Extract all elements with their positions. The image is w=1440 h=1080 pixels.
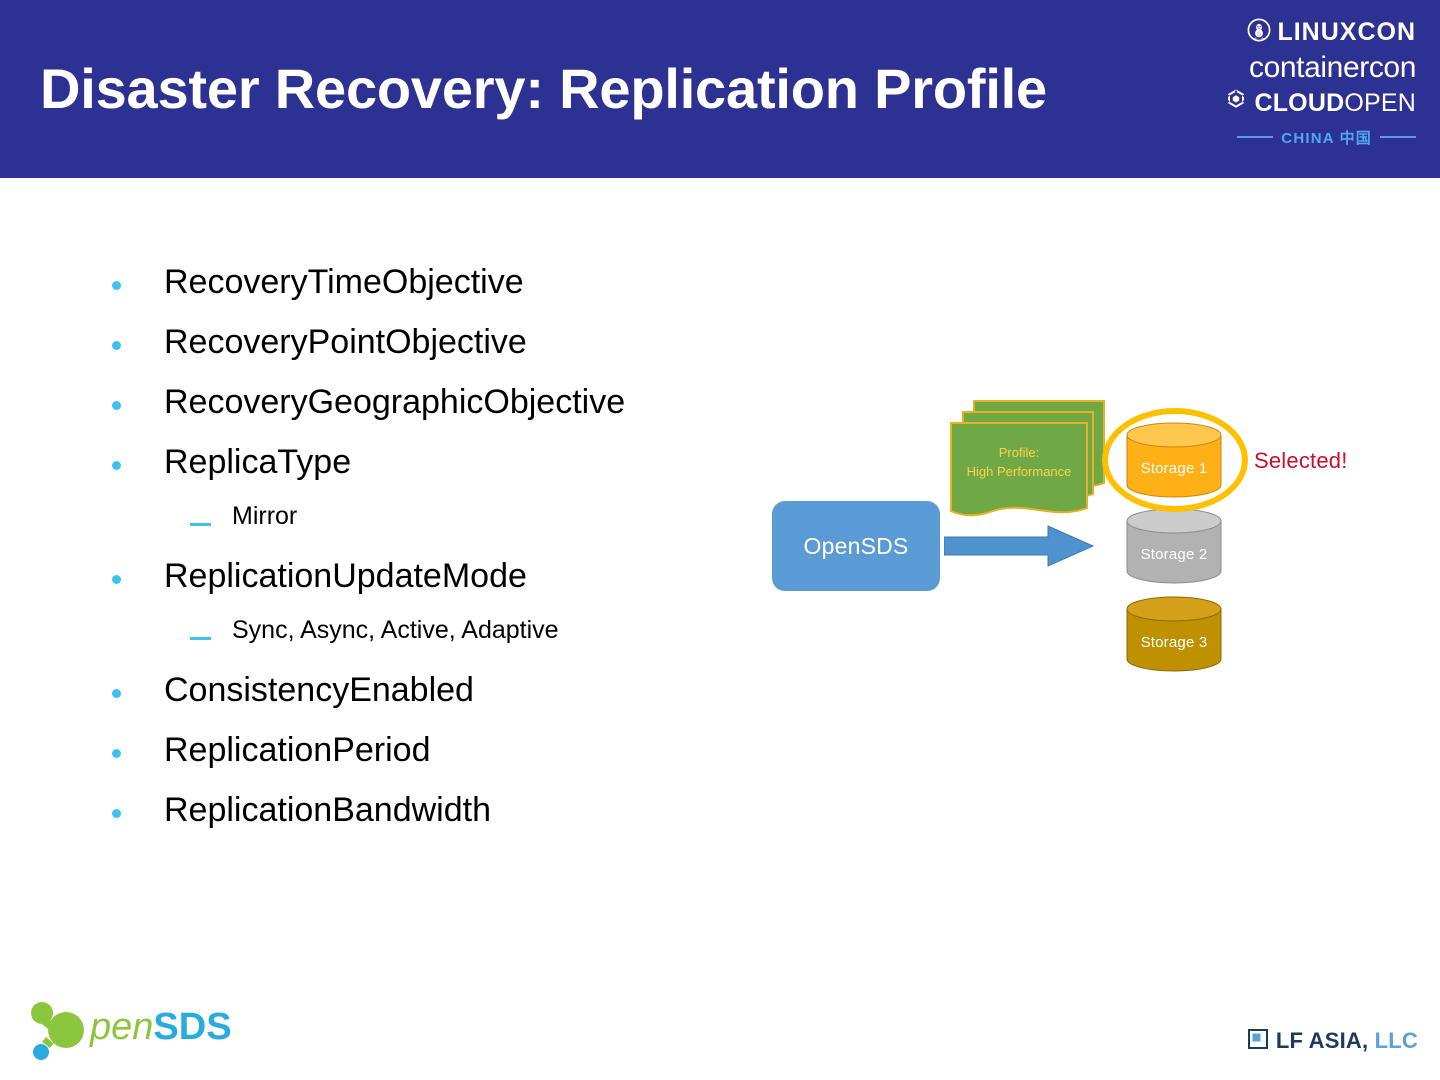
lf-asia-wordmark: LF ASIA, LLC bbox=[1276, 1030, 1418, 1052]
opensds-pen-text: pen bbox=[90, 1006, 154, 1048]
rule-right bbox=[1380, 136, 1416, 138]
opensds-wordmark: penSDS bbox=[90, 1008, 232, 1046]
list-item: ReplicationBandwidth bbox=[112, 790, 812, 850]
list-item: RecoveryGeographicObjective bbox=[112, 382, 812, 442]
replication-flow-diagram: OpenSDS bbox=[760, 388, 1380, 678]
flow-arrow-icon bbox=[943, 523, 1095, 569]
slide-header-band bbox=[0, 0, 1440, 178]
linuxcon-wordmark: LINUXCON bbox=[1277, 17, 1416, 46]
hexagon-icon bbox=[1224, 89, 1248, 118]
bullet-dot-icon bbox=[112, 809, 121, 818]
opensds-node: OpenSDS bbox=[772, 501, 940, 591]
list-item-label: ConsistencyEnabled bbox=[164, 671, 474, 709]
bullet-list: RecoveryTimeObjective RecoveryPointObjec… bbox=[112, 262, 812, 850]
list-item-sub: Sync, Async, Active, Adaptive bbox=[112, 616, 812, 670]
bullet-dash-icon bbox=[190, 523, 211, 526]
bullet-dash-icon bbox=[190, 637, 211, 640]
lf-asia-primary: LF ASIA, bbox=[1275, 1028, 1369, 1053]
list-item: ReplicaType bbox=[112, 442, 812, 502]
conference-region-label: CHINA 中国 bbox=[1281, 129, 1372, 147]
containercon-row: containercon bbox=[1224, 50, 1416, 86]
storage-node-3: Storage 3 bbox=[1124, 596, 1224, 672]
profile-card-front bbox=[950, 422, 1088, 518]
list-item-label: ReplicationBandwidth bbox=[164, 791, 491, 829]
list-item-label: RecoveryGeographicObjective bbox=[164, 383, 626, 421]
bullet-dot-icon bbox=[112, 689, 121, 698]
list-item: RecoveryPointObjective bbox=[112, 322, 812, 382]
penguin-icon bbox=[1247, 18, 1271, 47]
list-item-label: ReplicationUpdateMode bbox=[164, 557, 527, 595]
bullet-dot-icon bbox=[112, 341, 121, 350]
lf-asia-logo: LF ASIA, LLC bbox=[1247, 1026, 1418, 1056]
conference-logo-lockup: LINUXCON containercon CLOUD OPEN bbox=[1224, 14, 1416, 166]
list-item: ReplicationUpdateMode bbox=[112, 556, 812, 616]
square-mark-icon bbox=[1247, 1028, 1268, 1054]
linuxcon-row: LINUXCON bbox=[1224, 14, 1416, 50]
list-item-label: ReplicationPeriod bbox=[164, 731, 431, 769]
lf-asia-secondary: LLC bbox=[1368, 1028, 1418, 1053]
list-item-label: Mirror bbox=[232, 502, 298, 530]
bullet-dot-icon bbox=[112, 575, 121, 584]
opensds-logo: penSDS bbox=[24, 1000, 244, 1062]
opensds-node-label: OpenSDS bbox=[803, 532, 909, 559]
open-wordmark: OPEN bbox=[1344, 88, 1416, 117]
bullet-dot-icon bbox=[112, 461, 121, 470]
list-item-label: RecoveryTimeObjective bbox=[164, 263, 524, 301]
rule-left bbox=[1237, 136, 1274, 138]
list-item-label: ReplicaType bbox=[164, 443, 352, 481]
bullet-dot-icon bbox=[112, 401, 121, 410]
cloudopen-row: CLOUD OPEN bbox=[1224, 86, 1416, 120]
selected-callout-label: Selected! bbox=[1254, 448, 1348, 473]
list-item-sub: Mirror bbox=[112, 502, 812, 556]
bullet-dot-icon bbox=[112, 281, 121, 290]
list-item: RecoveryTimeObjective bbox=[112, 262, 812, 322]
storage-node-2: Storage 2 bbox=[1124, 508, 1224, 584]
conference-region-row: CHINA 中国 bbox=[1224, 124, 1416, 150]
opensds-mark-icon bbox=[24, 1002, 96, 1066]
bullet-dot-icon bbox=[112, 749, 121, 758]
page-title: Disaster Recovery: Replication Profile bbox=[40, 57, 1047, 120]
profile-card-stack: Profile: High Performance bbox=[950, 400, 1105, 518]
list-item: ConsistencyEnabled bbox=[112, 670, 812, 730]
list-item-label: RecoveryPointObjective bbox=[164, 323, 527, 361]
list-item: ReplicationPeriod bbox=[112, 730, 812, 790]
list-item-label: Sync, Async, Active, Adaptive bbox=[232, 616, 559, 644]
containercon-wordmark: containercon bbox=[1249, 51, 1416, 84]
cloud-wordmark: CLOUD bbox=[1254, 88, 1345, 117]
selection-ring-highlight bbox=[1102, 408, 1248, 512]
opensds-sds-text: SDS bbox=[153, 1006, 232, 1048]
